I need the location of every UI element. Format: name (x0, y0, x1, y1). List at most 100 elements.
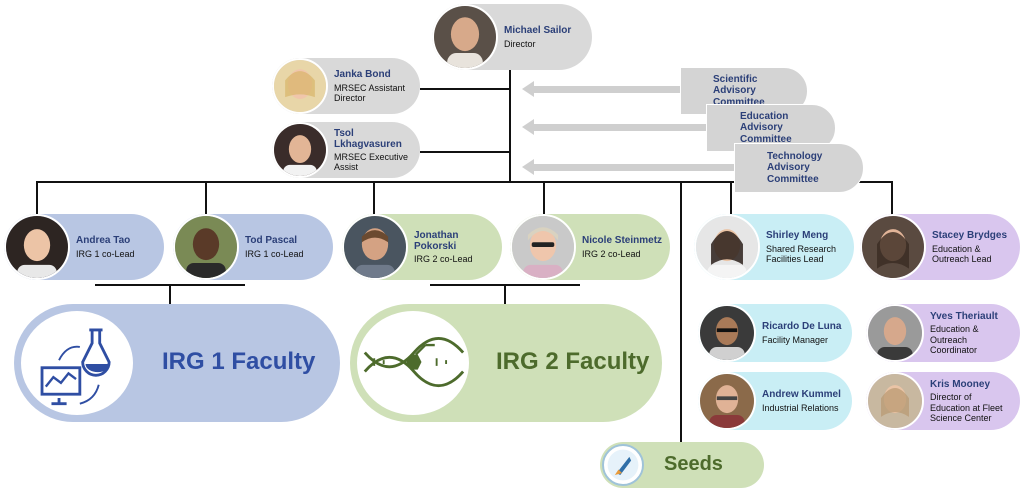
avatar-nicole-steinmetz (510, 214, 576, 280)
avatar-jonathan-pokorski (342, 214, 408, 280)
avatar-andrew-kummel (698, 372, 756, 430)
director-text: Michael Sailor Director (498, 25, 577, 48)
card-director: Michael Sailor Director (432, 4, 592, 70)
arrow-head-technology (522, 159, 534, 175)
nicole-text: Nicole Steinmetz IRG 2 co-Lead (576, 235, 668, 258)
connector-irg2 (504, 284, 506, 306)
ricardo-text: Ricardo De Luna Facility Manager (756, 321, 850, 344)
kris-name: Kris Mooney (930, 379, 991, 391)
connector-tod (205, 181, 207, 215)
tod-role: IRG 1 co-Lead (245, 248, 304, 259)
andrea-name: Andrea Tao (76, 235, 131, 247)
seeds-label: Seeds (664, 453, 723, 475)
assistant-name: Janka Bond (334, 69, 391, 81)
tod-name: Tod Pascal (245, 235, 298, 247)
exec-role: MRSEC Executive Assist (334, 152, 409, 173)
yves-text: Yves Theriault Education & Outreach Coor… (924, 311, 1018, 354)
committee-education-label: Education Advisory Committee (740, 111, 792, 145)
card-nicole-steinmetz: Nicole Steinmetz IRG 2 co-Lead (510, 214, 670, 280)
card-andrea-tao: Andrea Tao IRG 1 co-Lead (4, 214, 164, 280)
director-role: Director (504, 38, 536, 49)
connector-main-horizontal (36, 181, 892, 183)
irg2-icon-circle (354, 308, 472, 418)
card-ricardo-de-luna: Ricardo De Luna Facility Manager (698, 304, 852, 362)
andrea-text: Andrea Tao IRG 1 co-Lead (70, 235, 141, 258)
connector-seeds (680, 181, 682, 457)
avatar-assistant-director (272, 58, 328, 114)
connector-exec (420, 151, 510, 153)
yves-name: Yves Theriault (930, 311, 998, 323)
yves-role: Education & Outreach Coordinator (930, 324, 979, 355)
card-tod-pascal: Tod Pascal IRG 1 co-Lead (173, 214, 333, 280)
shirley-name: Shirley Meng (766, 230, 829, 242)
seeds-icon-circle (602, 444, 644, 486)
avatar-yves-theriault (866, 304, 924, 362)
nicole-name: Nicole Steinmetz (582, 235, 663, 247)
assistant-text: Janka Bond MRSEC Assistant Director (328, 69, 420, 102)
nicole-role: IRG 2 co-Lead (582, 248, 641, 259)
avatar-kris-mooney (866, 372, 924, 430)
card-jonathan-pokorski: Jonathan Pokorski IRG 2 co-Lead (342, 214, 502, 280)
committee-technology-label: Technology Advisory Committee (767, 151, 823, 185)
shirley-role: Shared Research Facilities Lead (766, 243, 837, 264)
andrew-role: Industrial Relations (762, 402, 839, 413)
assistant-role: MRSEC Assistant Director (334, 82, 406, 103)
andrea-role: IRG 1 co-Lead (76, 248, 135, 259)
connector-nicole (543, 181, 545, 215)
avatar-shirley-meng (694, 214, 760, 280)
jonathan-role: IRG 2 co-Lead (414, 254, 473, 265)
irg1-icon-circle (18, 308, 136, 418)
committee-scientific-label: Scientific Advisory Committee (713, 74, 765, 108)
arrow-head-education (522, 119, 534, 135)
connector-education (891, 181, 893, 215)
card-stacey-brydges: Stacey Brydges Education & Outreach Lead (860, 214, 1020, 280)
connector-jonathan (373, 181, 375, 215)
jonathan-name: Jonathan Pokorski (414, 229, 459, 252)
stacey-name: Stacey Brydges (932, 230, 1008, 242)
exec-name: Tsol Lkhagvasuren (334, 127, 402, 150)
card-assistant-director: Janka Bond MRSEC Assistant Director (272, 58, 420, 114)
rocket-icon (607, 449, 639, 481)
arrow-shaft-technology (534, 164, 734, 171)
avatar-stacey-brydges (860, 214, 926, 280)
flask-chart-icon (40, 328, 111, 406)
committee-technology: Technology Advisory Committee (734, 143, 864, 193)
andrew-text: Andrew Kummel Industrial Relations (756, 389, 850, 412)
dna-icon (363, 337, 465, 387)
card-shirley-meng: Shirley Meng Shared Research Facilities … (694, 214, 854, 280)
kris-text: Kris Mooney Director of Education at Fle… (924, 379, 1020, 422)
director-name: Michael Sailor (504, 25, 572, 37)
jonathan-text: Jonathan Pokorski IRG 2 co-Lead (408, 230, 502, 264)
arrow-shaft-scientific (534, 86, 684, 93)
avatar-ricardo-de-luna (698, 304, 756, 362)
connector-director-trunk (509, 70, 511, 182)
connector-shared (730, 181, 732, 215)
shirley-text: Shirley Meng Shared Research Facilities … (760, 230, 854, 263)
card-executive-assist: Tsol Lkhagvasuren MRSEC Executive Assist (272, 122, 420, 178)
ricardo-name: Ricardo De Luna (762, 321, 842, 333)
avatar-director (432, 4, 498, 70)
stacey-role: Education & Outreach Lead (932, 243, 992, 264)
stacey-text: Stacey Brydges Education & Outreach Lead (926, 230, 1020, 263)
avatar-executive-assist (272, 122, 328, 178)
exec-text: Tsol Lkhagvasuren MRSEC Executive Assist (328, 128, 420, 173)
avatar-andrea-tao (4, 214, 70, 280)
connector-irg1 (169, 284, 171, 306)
arrow-head-scientific (522, 81, 534, 97)
tod-text: Tod Pascal IRG 1 co-Lead (239, 235, 310, 258)
arrow-shaft-education (534, 124, 709, 131)
irg2-faculty-block: IRG 2 Faculty (350, 304, 662, 422)
card-yves-theriault: Yves Theriault Education & Outreach Coor… (866, 304, 1020, 362)
seeds-block: Seeds (600, 442, 764, 488)
card-andrew-kummel: Andrew Kummel Industrial Relations (698, 372, 852, 430)
irg1-faculty-block: IRG 1 Faculty (14, 304, 340, 422)
irg1-faculty-label: IRG 1 Faculty (162, 348, 316, 375)
kris-role: Director of Education at Fleet Science C… (930, 392, 1003, 423)
andrew-name: Andrew Kummel (762, 389, 841, 401)
card-kris-mooney: Kris Mooney Director of Education at Fle… (866, 372, 1020, 430)
connector-andrea (36, 181, 38, 215)
irg2-faculty-label: IRG 2 Faculty (496, 348, 650, 375)
avatar-tod-pascal (173, 214, 239, 280)
ricardo-role: Facility Manager (762, 334, 829, 345)
